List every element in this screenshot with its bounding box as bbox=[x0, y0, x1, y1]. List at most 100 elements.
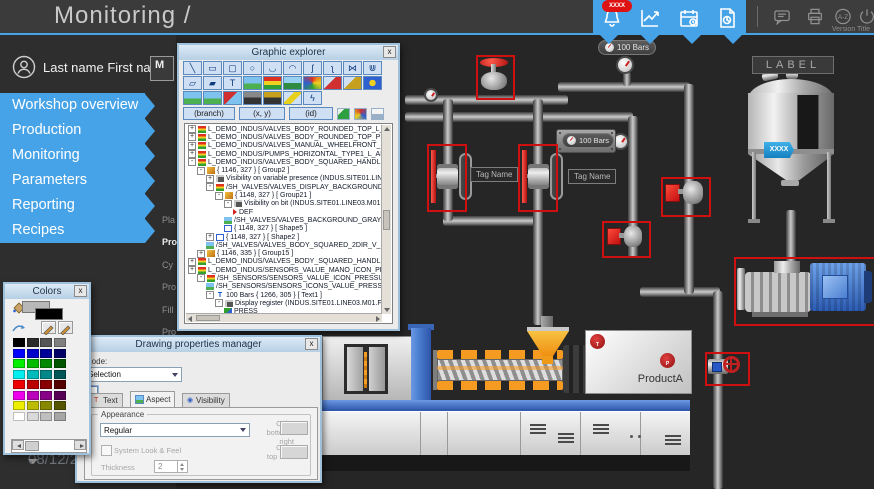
color-top-left-swatch[interactable] bbox=[280, 445, 308, 459]
tree-row[interactable]: DEF bbox=[186, 208, 382, 216]
expand-icon[interactable]: + bbox=[188, 133, 196, 142]
expand-icon[interactable]: + bbox=[197, 249, 205, 258]
palette-color-cell[interactable] bbox=[53, 348, 66, 358]
tree-row[interactable]: -{ 1148, 327 } [ Group21 ] bbox=[186, 191, 382, 200]
palette-color-cell[interactable] bbox=[13, 359, 25, 368]
highlight-valve-top[interactable] bbox=[476, 55, 515, 100]
edit-color-2-button[interactable] bbox=[58, 321, 73, 336]
expand-icon[interactable]: + bbox=[188, 150, 196, 159]
expand-icon[interactable]: + bbox=[188, 125, 196, 134]
close-icon[interactable]: x bbox=[74, 285, 87, 297]
palette-color-cell[interactable] bbox=[40, 390, 52, 400]
palette-color-cell[interactable] bbox=[40, 359, 52, 368]
palette-color-cell[interactable] bbox=[40, 369, 52, 379]
close-icon[interactable]: x bbox=[383, 46, 396, 58]
ellipse-tool-icon[interactable]: ○ bbox=[243, 61, 262, 75]
machine-tab-button[interactable]: M bbox=[150, 56, 174, 81]
palette-color-cell[interactable] bbox=[40, 338, 52, 347]
scroll-left-icon[interactable] bbox=[12, 440, 24, 450]
text-tool-icon[interactable]: T bbox=[223, 76, 242, 90]
expand-icon[interactable]: + bbox=[188, 257, 196, 266]
palette-color-cell[interactable] bbox=[26, 338, 39, 347]
report-doc-icon[interactable] bbox=[714, 6, 740, 30]
camera-tool-icon[interactable] bbox=[243, 91, 262, 105]
collapse-icon[interactable]: - bbox=[224, 199, 232, 208]
slope1-tool-icon[interactable]: ▱ bbox=[183, 76, 202, 90]
palette-color-cell[interactable] bbox=[26, 348, 39, 358]
curve-tool-icon[interactable]: ʃ bbox=[303, 61, 322, 75]
palette-color-cell[interactable] bbox=[40, 411, 52, 421]
graphic-explorer-titlebar[interactable]: Graphic explorer x bbox=[179, 45, 398, 60]
spinner-arrows[interactable] bbox=[177, 461, 187, 472]
delete-image-tool-icon[interactable] bbox=[223, 91, 242, 105]
product-panel[interactable]: T P ProductA bbox=[585, 330, 692, 394]
drawing-properties-titlebar[interactable]: Drawing properties manager x bbox=[77, 337, 320, 352]
colors-window[interactable]: Colors x bbox=[3, 282, 91, 455]
polyline-tool-icon[interactable]: ⋈ bbox=[343, 61, 362, 75]
sort-az-icon[interactable]: A-Z bbox=[833, 7, 853, 26]
user-row[interactable]: Last name First name bbox=[12, 55, 169, 79]
palette-color-cell[interactable] bbox=[53, 401, 66, 410]
tree-row[interactable]: /SH_SENSORS/SENSORS_ICONS_VALUE_PRESSUR bbox=[186, 283, 382, 291]
palette-color-cell[interactable] bbox=[26, 359, 39, 368]
tank-tag[interactable]: XXXX bbox=[764, 142, 794, 158]
color-bottom-right-swatch[interactable] bbox=[280, 421, 308, 435]
tag-name-2[interactable]: Tag Name bbox=[568, 169, 617, 184]
palette-color-cell[interactable] bbox=[53, 369, 66, 379]
tree-row[interactable]: PRESS bbox=[186, 308, 382, 314]
nav-button-id[interactable]: (id) bbox=[289, 107, 333, 120]
palette-color-cell[interactable] bbox=[13, 401, 25, 410]
tab-visibility[interactable]: ◉Visibility bbox=[182, 393, 230, 407]
palette-color-cell[interactable] bbox=[13, 338, 25, 347]
goto-node-icon[interactable] bbox=[371, 107, 384, 120]
expand-icon[interactable]: + bbox=[188, 141, 196, 150]
palette-color-cell[interactable] bbox=[53, 380, 66, 389]
tree-row[interactable]: +L_DEMO_INDUS/VALVES_BODY_ROUNDED_TOP_L_… bbox=[186, 125, 382, 134]
palette-color-cell[interactable] bbox=[13, 390, 25, 400]
polygon-tool-icon[interactable]: ⋓ bbox=[363, 61, 382, 75]
tree-row[interactable]: /SH_VALVES/VALVES_BODY_SQUARED_2DIR_V_32 bbox=[186, 241, 382, 249]
collapse-icon[interactable]: - bbox=[206, 183, 214, 192]
tree-row[interactable]: +{ 1146, 335 } [ Group15 ] bbox=[186, 249, 382, 258]
tree-row[interactable]: -{ 1146, 327 } [ Group2 ] bbox=[186, 166, 382, 175]
highlight-sensor-1[interactable] bbox=[661, 177, 711, 217]
highlight-valve-2[interactable] bbox=[518, 144, 558, 212]
background-color-swatch[interactable] bbox=[35, 308, 63, 320]
horizontal-scrollbar[interactable] bbox=[186, 313, 382, 322]
palette-color-cell[interactable] bbox=[26, 380, 39, 389]
tab-aspect[interactable]: Aspect bbox=[130, 391, 176, 407]
trend-chart-icon[interactable] bbox=[637, 6, 663, 30]
refresh-node-icon[interactable] bbox=[354, 107, 367, 120]
collapse-icon[interactable]: - bbox=[215, 191, 223, 200]
expand-icon[interactable]: + bbox=[206, 174, 214, 183]
palette-color-cell[interactable] bbox=[13, 369, 25, 379]
close-icon[interactable]: x bbox=[305, 338, 318, 350]
tree-row[interactable]: +L_DEMO_INDUS/VALVES_MANUAL_WHEELFRONT_S… bbox=[186, 141, 382, 150]
highlight-sensor-2[interactable] bbox=[602, 221, 651, 258]
collapse-icon[interactable]: - bbox=[197, 166, 205, 175]
palette-scrollbar[interactable] bbox=[11, 439, 87, 453]
move-node-icon[interactable] bbox=[337, 107, 350, 120]
palette-color-cell[interactable] bbox=[53, 359, 66, 368]
sidebar-item-monitoring[interactable]: Monitoring bbox=[0, 143, 155, 168]
palette-color-cell[interactable] bbox=[40, 380, 52, 389]
sidebar-item-reporting[interactable]: Reporting bbox=[0, 193, 155, 218]
palette-color-cell[interactable] bbox=[13, 380, 25, 389]
colors-titlebar[interactable]: Colors x bbox=[5, 284, 89, 299]
animation-tool-icon[interactable] bbox=[263, 76, 282, 90]
nav-button-xy[interactable]: (x, y) bbox=[239, 107, 285, 120]
palette-color-cell[interactable] bbox=[40, 348, 52, 358]
collapse-icon[interactable]: - bbox=[215, 299, 223, 308]
palette-color-cell[interactable] bbox=[53, 338, 66, 347]
line-tool-icon[interactable]: ╲ bbox=[183, 61, 202, 75]
script-tool-icon[interactable] bbox=[323, 76, 342, 90]
roundrect-tool-icon[interactable]: ▢ bbox=[223, 61, 242, 75]
highlight-pump[interactable] bbox=[734, 257, 874, 326]
palette-tool-icon[interactable] bbox=[303, 76, 322, 90]
image4-tool-icon[interactable] bbox=[203, 91, 222, 105]
drawing-properties-window[interactable]: Drawing properties manager x Mode: Selec… bbox=[75, 335, 322, 483]
system-look-checkbox[interactable] bbox=[101, 445, 112, 456]
nav-button-branch[interactable]: (branch) bbox=[183, 107, 235, 120]
